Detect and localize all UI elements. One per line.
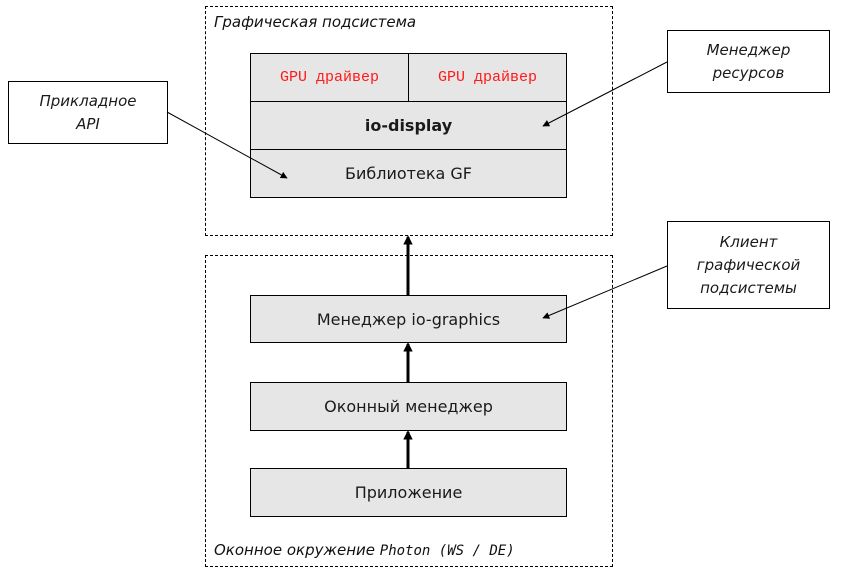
graphics-client-callout-line-2: графической: [696, 255, 801, 274]
graphics-client-callout: Клиент графической подсистемы: [667, 221, 830, 309]
gpu-driver-label-1: GPU драйвер: [279, 69, 380, 86]
io-display-block: io-display: [250, 101, 567, 150]
app-api-callout-line-2: API: [76, 114, 100, 133]
app-api-callout: Прикладное API: [8, 81, 168, 144]
resource-manager-callout-line-1: Менеджер: [706, 40, 791, 59]
window-manager-label: Оконный менеджер: [324, 397, 493, 416]
io-graphics-manager-block: Менеджер io-graphics: [250, 295, 567, 343]
gpu-driver-block-1: GPU драйвер: [250, 53, 409, 102]
graphics-subsystem-label: Графическая подсистема: [214, 13, 417, 31]
application-block: Приложение: [250, 468, 567, 517]
gf-library-block: Библиотека GF: [250, 149, 567, 198]
window-manager-block: Оконный менеджер: [250, 382, 567, 431]
photon-environment-label: Оконное окружение Photon (WS / DE): [214, 541, 515, 559]
io-graphics-manager-label: Менеджер io-graphics: [316, 309, 501, 329]
resource-manager-callout-line-2: ресурсов: [712, 63, 785, 82]
graphics-client-callout-line-3: подсистемы: [700, 278, 797, 297]
io-display-label: io-display: [364, 116, 453, 135]
gpu-driver-label-2: GPU драйвер: [437, 69, 538, 86]
app-api-callout-line-1: Прикладное: [39, 91, 137, 110]
resource-manager-callout: Менеджер ресурсов: [667, 30, 830, 93]
gf-library-label: Библиотека GF: [345, 164, 472, 183]
photon-environment-label-mono: Photon (WS / DE): [379, 543, 515, 559]
photon-environment-label-prefix: Оконное окружение: [214, 541, 380, 559]
graphics-client-callout-line-1: Клиент: [719, 232, 778, 251]
application-label: Приложение: [354, 483, 463, 502]
gpu-driver-block-2: GPU драйвер: [408, 53, 567, 102]
